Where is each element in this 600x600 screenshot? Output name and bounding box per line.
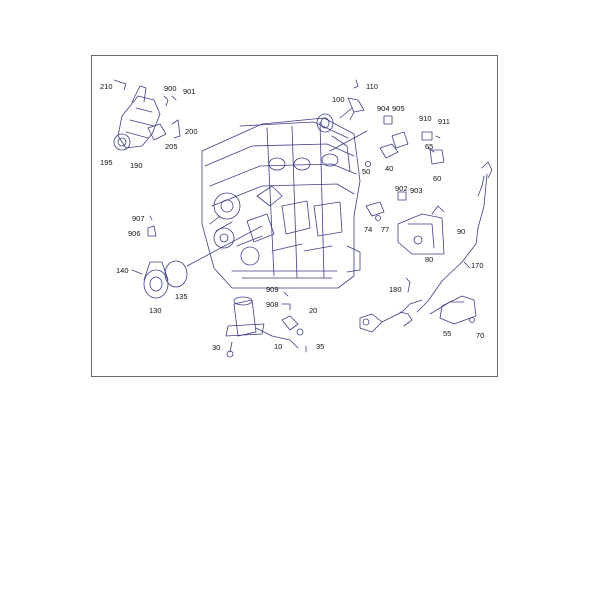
part-label-190: 190 [130, 161, 143, 170]
actuator-bottom-drawing [225, 291, 307, 358]
part-label-90: 90 [457, 227, 466, 236]
part-label-130: 130 [149, 306, 162, 315]
part-label-902: 902 [395, 184, 408, 193]
part-label-180: 180 [389, 285, 402, 294]
part-label-205: 205 [165, 142, 178, 151]
part-label-904: 904 [377, 104, 390, 113]
part-label-55: 55 [443, 329, 452, 338]
part-label-74: 74 [364, 225, 373, 234]
part-label-170: 170 [471, 261, 484, 270]
sensor-100-drawing [347, 79, 365, 121]
part-label-35: 35 [316, 342, 325, 351]
part-label-70: 70 [476, 331, 485, 340]
pump-assembly-drawing [113, 79, 181, 151]
part-label-110: 110 [366, 82, 378, 91]
part-label-195: 195 [100, 158, 113, 167]
part-label-10: 10 [274, 342, 283, 351]
diagram-frame: 210 900 901 200 205 195 190 110 100 904 … [91, 55, 498, 377]
harness-170-drawing [416, 161, 493, 313]
part-label-200: 200 [185, 127, 198, 136]
part-label-210: 210 [100, 82, 113, 91]
part-label-905: 905 [392, 104, 405, 113]
part-label-60: 60 [433, 174, 442, 183]
part-label-909: 909 [266, 285, 279, 294]
engine-block-drawing [201, 113, 361, 289]
bracket-80-drawing [397, 205, 445, 255]
part-label-80: 80 [425, 255, 434, 264]
part-label-20: 20 [309, 306, 318, 315]
part-label-910: 910 [419, 114, 432, 123]
part-label-906: 906 [128, 229, 141, 238]
part-label-65: 65 [425, 142, 434, 151]
part-label-908: 908 [266, 300, 279, 309]
part-label-77: 77 [381, 225, 390, 234]
part-label-50: 50 [362, 167, 371, 176]
part-label-135: 135 [175, 292, 188, 301]
part-label-140: 140 [116, 266, 129, 275]
part-label-100: 100 [332, 95, 345, 104]
part-label-30: 30 [212, 343, 221, 352]
engine-parts-diagram [113, 79, 493, 358]
part-label-901: 901 [183, 87, 196, 96]
knock-sensor-drawing [359, 277, 465, 333]
part-label-903: 903 [410, 186, 423, 195]
part-label-900: 900 [164, 84, 177, 93]
part-label-40: 40 [385, 164, 394, 173]
part-label-911: 911 [438, 117, 450, 126]
part-label-907: 907 [132, 214, 145, 223]
pulley-130-drawing [131, 215, 188, 299]
